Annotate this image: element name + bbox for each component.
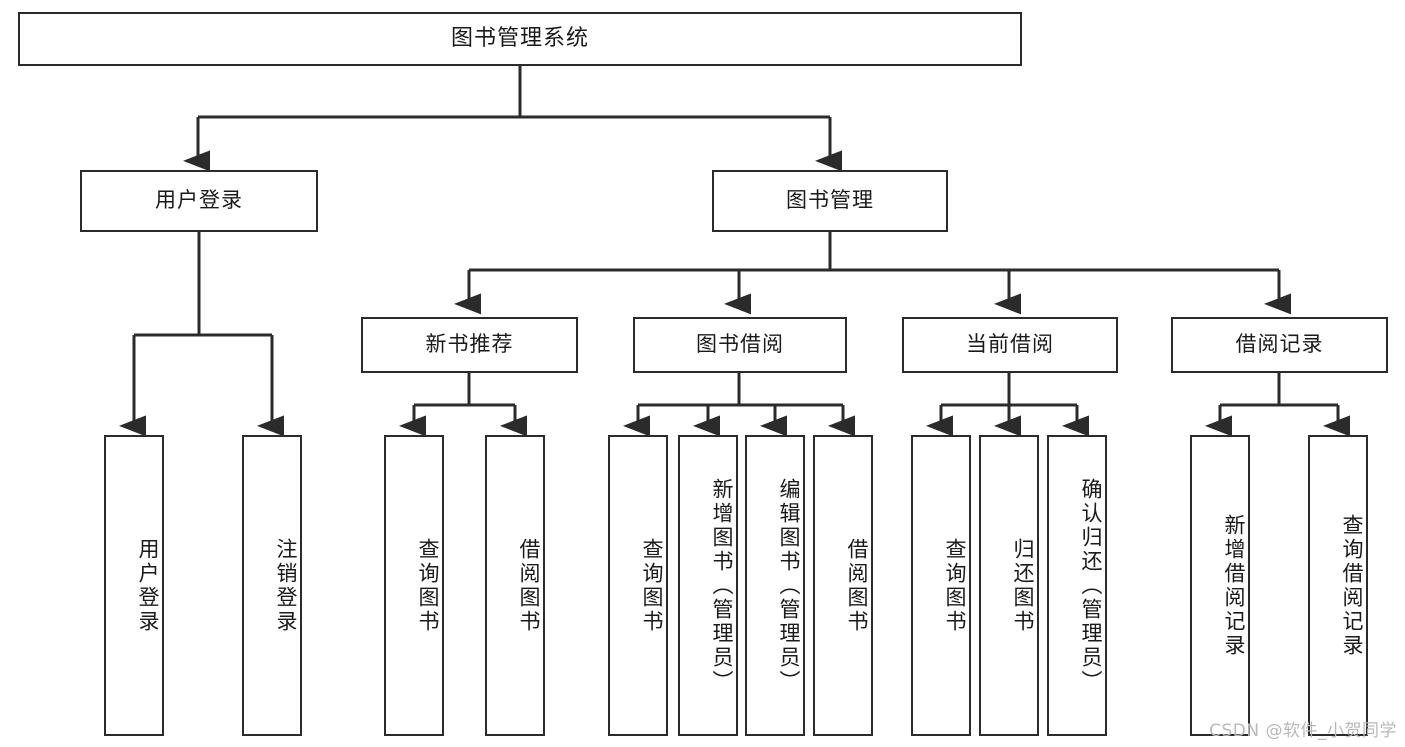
node-label: 查询图书 — [640, 537, 664, 634]
node-label: 借阅记录 — [1235, 332, 1324, 357]
node-book-manage[interactable]: 图书管理 — [712, 170, 948, 232]
node-leaf-query-book-2[interactable]: 查询图书 — [608, 435, 668, 736]
node-user-login[interactable]: 用户登录 — [80, 170, 318, 232]
node-label: 新书推荐 — [425, 332, 514, 357]
node-leaf-borrow-book-2[interactable]: 借阅图书 — [813, 435, 873, 736]
node-leaf-user-login[interactable]: 用户登录 — [104, 435, 164, 736]
node-leaf-query-book-3[interactable]: 查询图书 — [911, 435, 971, 736]
node-label: 新增借阅记录 — [1222, 513, 1246, 658]
node-leaf-query-record[interactable]: 查询借阅记录 — [1308, 435, 1368, 736]
node-label: 图书管理系统 — [450, 25, 589, 51]
node-label: 用户登录 — [136, 537, 160, 634]
node-label: 编辑图书（管理员） — [777, 477, 801, 694]
node-root-system[interactable]: 图书管理系统 — [18, 12, 1022, 66]
node-label: 借阅图书 — [517, 537, 541, 634]
node-book-borrow[interactable]: 图书借阅 — [633, 317, 847, 373]
node-leaf-logout-login[interactable]: 注销登录 — [242, 435, 302, 736]
node-borrow-record[interactable]: 借阅记录 — [1171, 317, 1388, 373]
node-leaf-add-record[interactable]: 新增借阅记录 — [1190, 435, 1250, 736]
node-new-book-recommend[interactable]: 新书推荐 — [361, 317, 578, 373]
node-label: 图书借阅 — [696, 332, 784, 357]
node-label: 用户登录 — [155, 188, 243, 213]
node-label: 新增图书（管理员） — [710, 477, 734, 694]
node-current-borrow[interactable]: 当前借阅 — [902, 317, 1118, 373]
node-leaf-confirm-return[interactable]: 确认归还（管理员） — [1047, 435, 1107, 736]
node-label: 确认归还（管理员） — [1079, 477, 1103, 694]
node-leaf-borrow-book-1[interactable]: 借阅图书 — [485, 435, 545, 736]
node-label: 查询图书 — [943, 537, 967, 634]
node-label: 注销登录 — [274, 537, 298, 634]
node-label: 查询图书 — [416, 537, 440, 634]
node-leaf-query-book-1[interactable]: 查询图书 — [384, 435, 444, 736]
node-leaf-return-book[interactable]: 归还图书 — [979, 435, 1039, 736]
node-label: 归还图书 — [1011, 537, 1035, 634]
node-leaf-edit-book[interactable]: 编辑图书（管理员） — [745, 435, 805, 736]
node-label: 借阅图书 — [845, 537, 869, 634]
node-leaf-add-book[interactable]: 新增图书（管理员） — [678, 435, 738, 736]
node-label: 图书管理 — [786, 188, 874, 213]
csdn-watermark: CSDN @软件_小贺同学 — [1209, 721, 1397, 741]
node-label: 当前借阅 — [966, 332, 1054, 357]
node-label: 查询借阅记录 — [1340, 513, 1364, 658]
